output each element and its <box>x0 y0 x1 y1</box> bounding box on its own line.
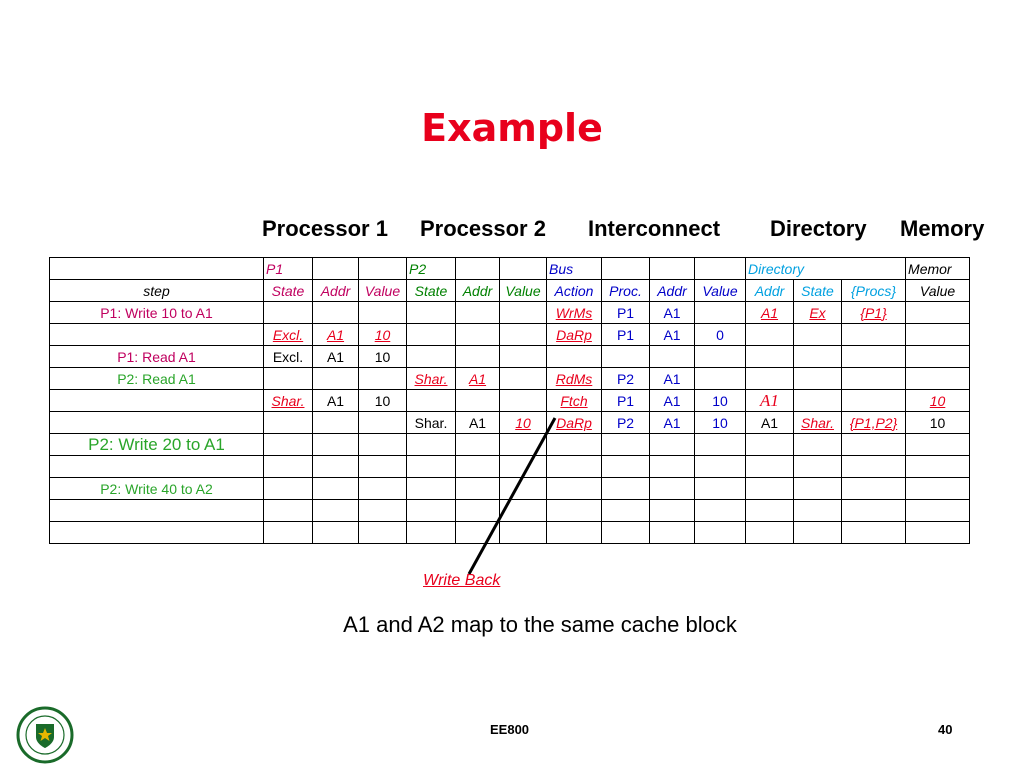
table-row: Shar. A1 10 Ftch P1 A1 10 A1 10 <box>49 389 971 412</box>
step-cell: P2: Write 20 to A1 <box>49 433 264 456</box>
directory-header-cell: Directory <box>744 257 907 280</box>
header-memory: Memory <box>900 216 985 241</box>
p1-state-cell: Excl. <box>263 345 313 368</box>
column-header: Addr <box>455 279 500 302</box>
memory-header-cell: Memor <box>905 257 971 280</box>
p1-state-cell: Shar. <box>263 389 313 412</box>
table-row: P1 P2 Bus Directory Memor <box>49 257 971 280</box>
p1-addr-cell: A1 <box>312 345 359 368</box>
step-cell: P1: Write 10 to A1 <box>49 301 264 324</box>
column-header: Action <box>546 279 602 302</box>
dir-procs-cell: {P1,P2} <box>840 411 907 434</box>
bus-action-cell: DaRp <box>546 323 602 346</box>
p2-state-cell: Shar. <box>406 411 456 434</box>
p1-addr-cell: A1 <box>312 389 359 412</box>
header-directory: Directory <box>770 216 867 241</box>
column-header: Value <box>694 279 746 302</box>
arrow-line <box>467 417 557 575</box>
dir-procs-cell: {P1} <box>840 301 907 324</box>
column-header: Value <box>358 279 407 302</box>
header-processor-2: Processor 2 <box>420 216 546 241</box>
p1-addr-cell: A1 <box>312 323 359 346</box>
bus-action-cell: DaRp <box>546 411 602 434</box>
column-header: State <box>263 279 313 302</box>
dir-addr-cell: A1 <box>745 411 794 434</box>
bus-action-cell: WrMs <box>546 301 602 324</box>
table-row: P2: Write 40 to A2 <box>49 477 971 500</box>
table-row: Shar. A1 10 DaRp P2 A1 10 A1 Shar. {P1,P… <box>49 411 971 434</box>
protocol-table: P1 P2 Bus Directory Memor step State Add… <box>49 257 971 544</box>
table-row: step State Addr Value State Addr Value A… <box>49 279 971 302</box>
slide-note: A1 and A2 map to the same cache block <box>343 612 737 637</box>
p2-value-cell: 10 <box>499 411 547 434</box>
slide-title: Example <box>421 106 603 150</box>
write-back-label: Write Back <box>423 572 501 589</box>
table-row: Excl. A1 10 DaRp P1 A1 0 <box>49 323 971 346</box>
table-row <box>49 521 971 544</box>
column-header: Addr <box>312 279 359 302</box>
table-row <box>49 499 971 522</box>
bus-proc-cell: P2 <box>601 411 650 434</box>
column-header: Value <box>499 279 547 302</box>
bus-addr-cell: A1 <box>649 389 695 412</box>
column-header: State <box>793 279 842 302</box>
footer-course: EE800 <box>490 722 530 737</box>
bus-addr-cell: A1 <box>649 411 695 434</box>
header-processor-1: Processor 1 <box>262 216 388 241</box>
university-crest-icon <box>16 706 74 764</box>
table-row: P1: Write 10 to A1 WrMs P1 A1 A1 Ex {P1} <box>49 301 971 324</box>
header-interconnect: Interconnect <box>588 216 721 241</box>
table-row <box>49 455 971 478</box>
table-row: P1: Read A1 Excl. A1 10 <box>49 345 971 368</box>
page-number: 40 <box>938 722 953 737</box>
mem-value-cell: 10 <box>905 411 971 434</box>
